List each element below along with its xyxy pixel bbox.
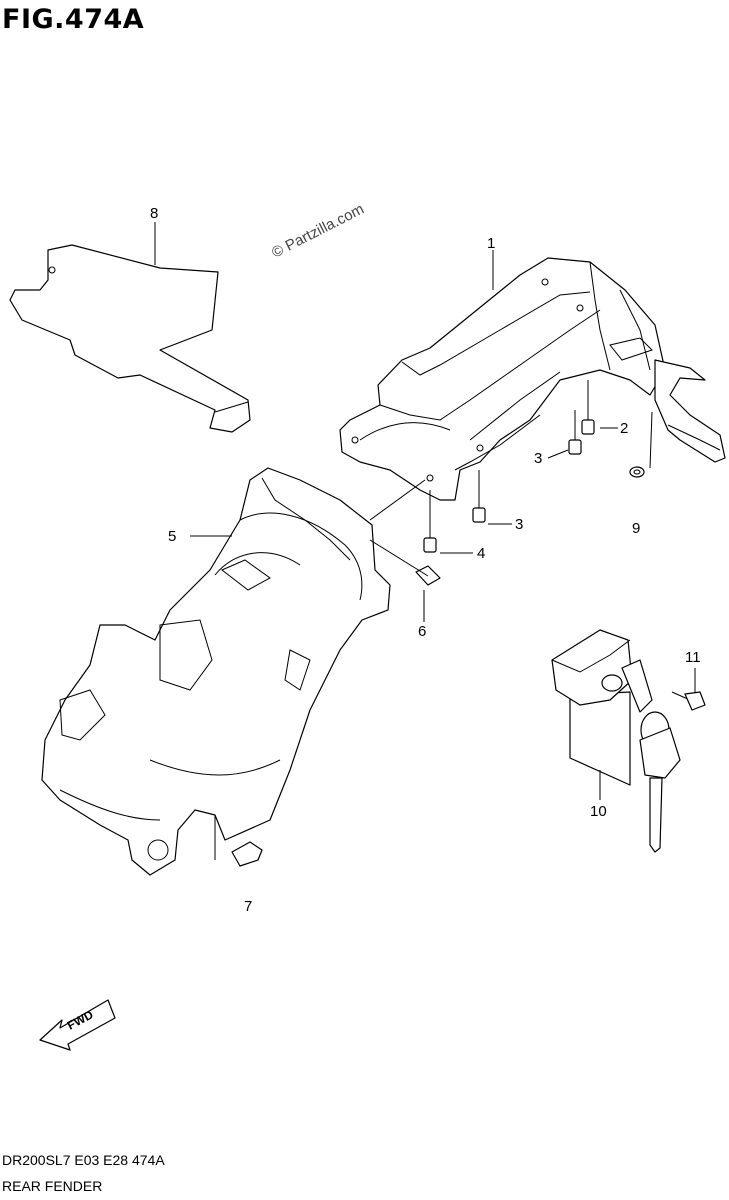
callout-8: 8 (150, 205, 158, 222)
callout-9: 9 (632, 520, 640, 537)
callout-5: 5 (168, 528, 176, 545)
callout-10: 10 (590, 803, 607, 820)
callout-1: 1 (487, 235, 495, 252)
callout-3a: 3 (534, 450, 542, 467)
part-4-bolt[interactable] (423, 490, 437, 553)
callout-2: 2 (620, 420, 628, 437)
part-11-screw[interactable] (671, 691, 706, 711)
figure-title: FIG.474A (2, 4, 145, 35)
part-7-screw[interactable] (214, 815, 263, 867)
footer-model-code: DR200SL7 E03 E28 474A (2, 1152, 165, 1168)
footer-section-name: REAR FENDER (2, 1178, 103, 1194)
callout-7: 7 (244, 898, 252, 915)
part-3-bolt-lower[interactable] (472, 470, 486, 523)
leader-lines (154, 222, 696, 800)
part-8-sheet[interactable] (9, 244, 251, 433)
callout-6: 6 (418, 623, 426, 640)
callout-labels: 8 1 2 3 3 9 5 4 6 11 10 7 (150, 205, 701, 915)
part-9-nut[interactable] (629, 466, 645, 478)
fwd-arrow-icon: FWD (39, 999, 116, 1051)
watermark-text: © Partzilla.com (269, 201, 367, 262)
callout-3b: 3 (515, 516, 523, 533)
part-1-rear-fender[interactable] (339, 257, 666, 501)
callout-4: 4 (477, 545, 485, 562)
part-5-inner-fender[interactable] (41, 467, 391, 876)
callout-11: 11 (685, 649, 701, 666)
part-9-bracket[interactable] (654, 359, 726, 463)
part-3-bolt-upper[interactable] (568, 410, 582, 455)
part-2-bolt[interactable] (581, 380, 595, 435)
part-10-lock-set[interactable] (551, 629, 681, 853)
